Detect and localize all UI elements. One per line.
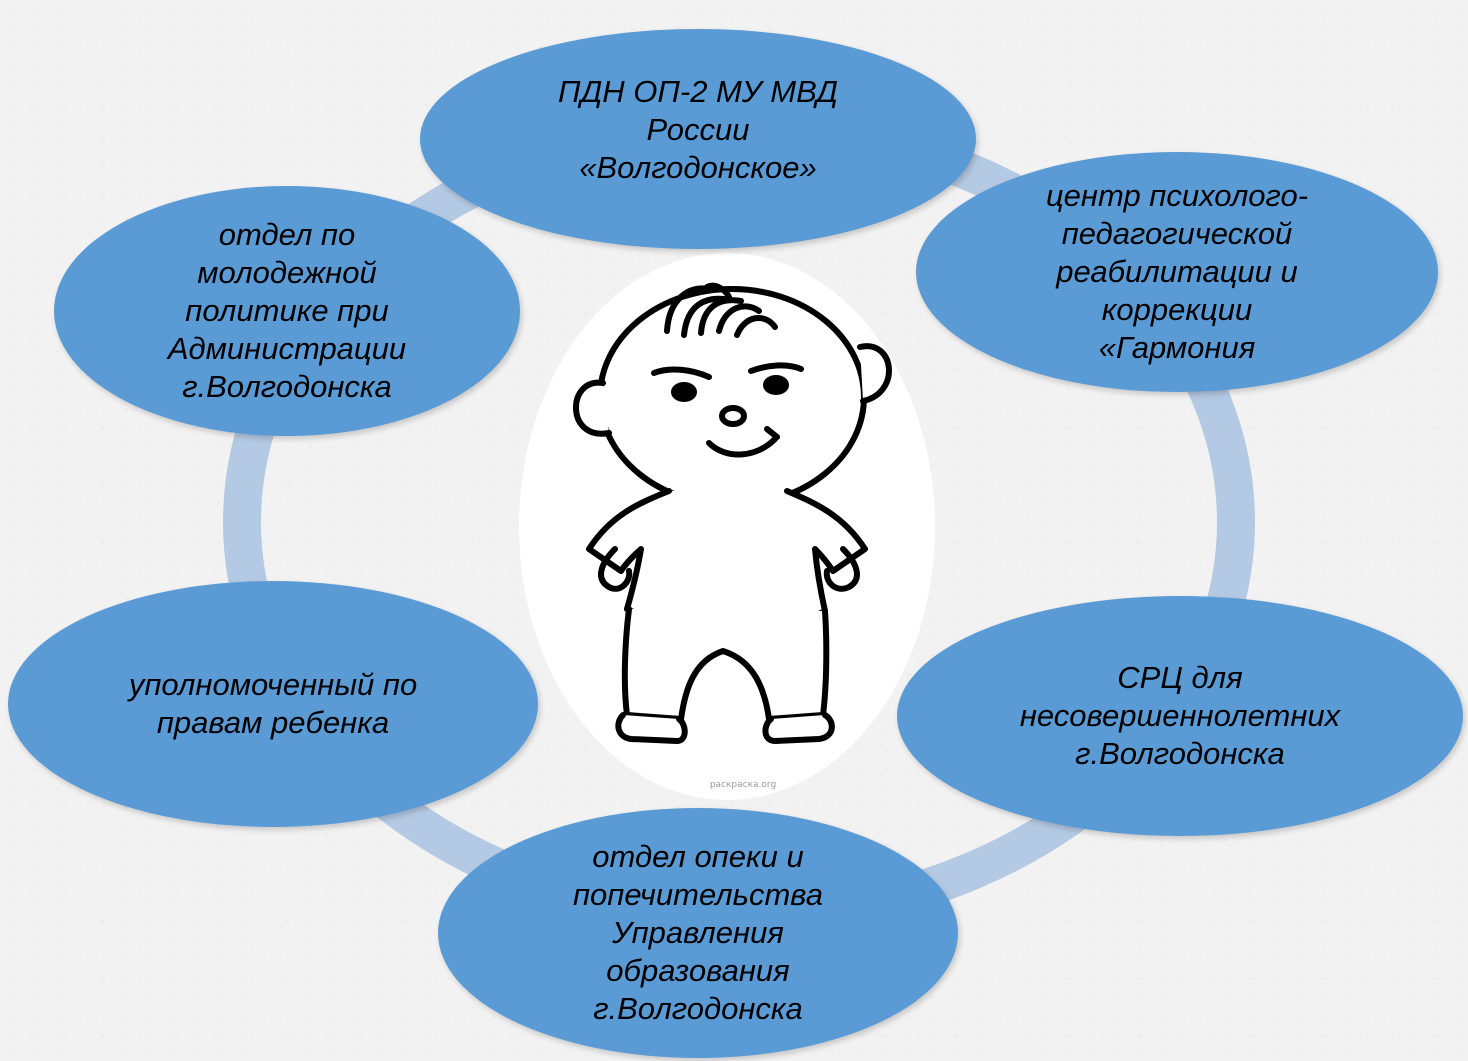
node-rehabilitation-center: СРЦ для несовершеннолетних г.Волгодонска	[897, 596, 1463, 836]
node-label: СРЦ для несовершеннолетних г.Волгодонска	[1019, 660, 1341, 771]
node-guardianship-department: отдел опеки и попечительства Управления …	[438, 808, 958, 1058]
node-label: отдел опеки и попечительства Управления …	[572, 839, 824, 1026]
node-label: ПДН ОП-2 МУ МВД России «Волгодонское»	[558, 74, 838, 185]
child-drawing-icon	[573, 282, 892, 744]
node-harmony-center: центр психолого- педагогической реабилит…	[916, 152, 1438, 392]
node-label: уполномоченный по правам ребенка	[128, 667, 418, 740]
node-youth-policy-department: отдел по молодежной политике при Админис…	[54, 186, 520, 436]
node-pdn-police: ПДН ОП-2 МУ МВД России «Волгодонское»	[420, 29, 976, 249]
node-label: отдел по молодежной политике при Админис…	[167, 217, 407, 404]
image-caption: раскраска.org	[709, 780, 777, 790]
node-child-rights-ombudsman: уполномоченный по правам ребенка	[8, 581, 538, 827]
node-label: центр психолого- педагогической реабилит…	[1045, 178, 1309, 365]
